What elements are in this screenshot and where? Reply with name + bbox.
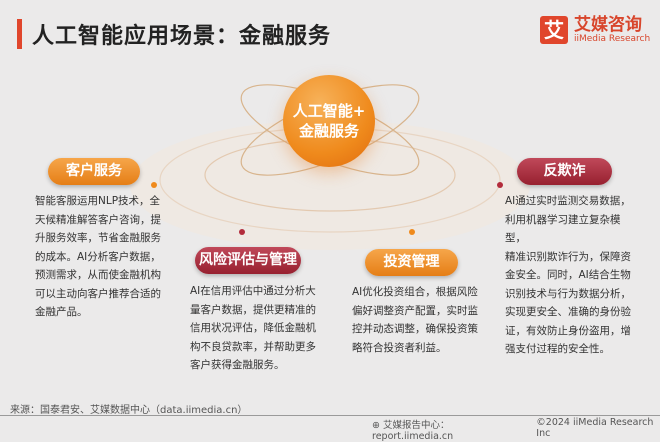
section-title-customer-service: 客户服务: [48, 158, 140, 185]
logo-mark: 艾: [540, 16, 568, 44]
source-note: 来源：国泰君安、艾媒数据中心（data.iimedia.cn）: [10, 405, 248, 416]
section-text-customer-service: 智能客服运用NLP技术，全 天候精准解答客户咨询，提 升服务效率，节省金融服务 …: [35, 195, 161, 318]
section-text-anti-fraud: AI通过实时监测交易数据， 利用机器学习建立复杂模型， 精准识别欺诈行为，保障资…: [505, 195, 631, 355]
logo: 艾 艾媒咨询 iiMedia Research: [540, 16, 650, 44]
footer-divider: [0, 415, 660, 416]
center-label: 人工智能+ 金融服务: [292, 102, 366, 140]
section-title-investment-management: 投资管理: [365, 249, 458, 276]
orbit-dot: [151, 182, 157, 188]
section-title-anti-fraud: 反欺诈: [517, 158, 612, 185]
orbit-dot: [497, 182, 503, 188]
report-link[interactable]: 艾媒报告中心：report.iimedia.cn: [372, 420, 454, 442]
section-text-investment-management: AI优化投资组合，根据风险 偏好调整资产配置，实时监 控并动态调整，确保投资策 …: [352, 286, 478, 354]
center-sphere: 人工智能+ 金融服务: [283, 75, 375, 167]
orbit-dot: [239, 229, 245, 235]
page-title: 人工智能应用场景：金融服务: [32, 24, 332, 49]
orbit-dot: [409, 229, 415, 235]
logo-name-cn: 艾媒咨询: [574, 15, 642, 35]
logo-name-en: iiMedia Research: [574, 34, 651, 44]
globe-icon: ⊕: [372, 420, 380, 431]
title-accent-bar: [17, 19, 22, 49]
section-title-risk-management: 风险评估与管理: [195, 247, 301, 274]
section-text-risk-management: AI在信用评估中通过分析大 量客户数据，提供更精准的 信用状况评估，降低金融机 …: [190, 285, 316, 371]
